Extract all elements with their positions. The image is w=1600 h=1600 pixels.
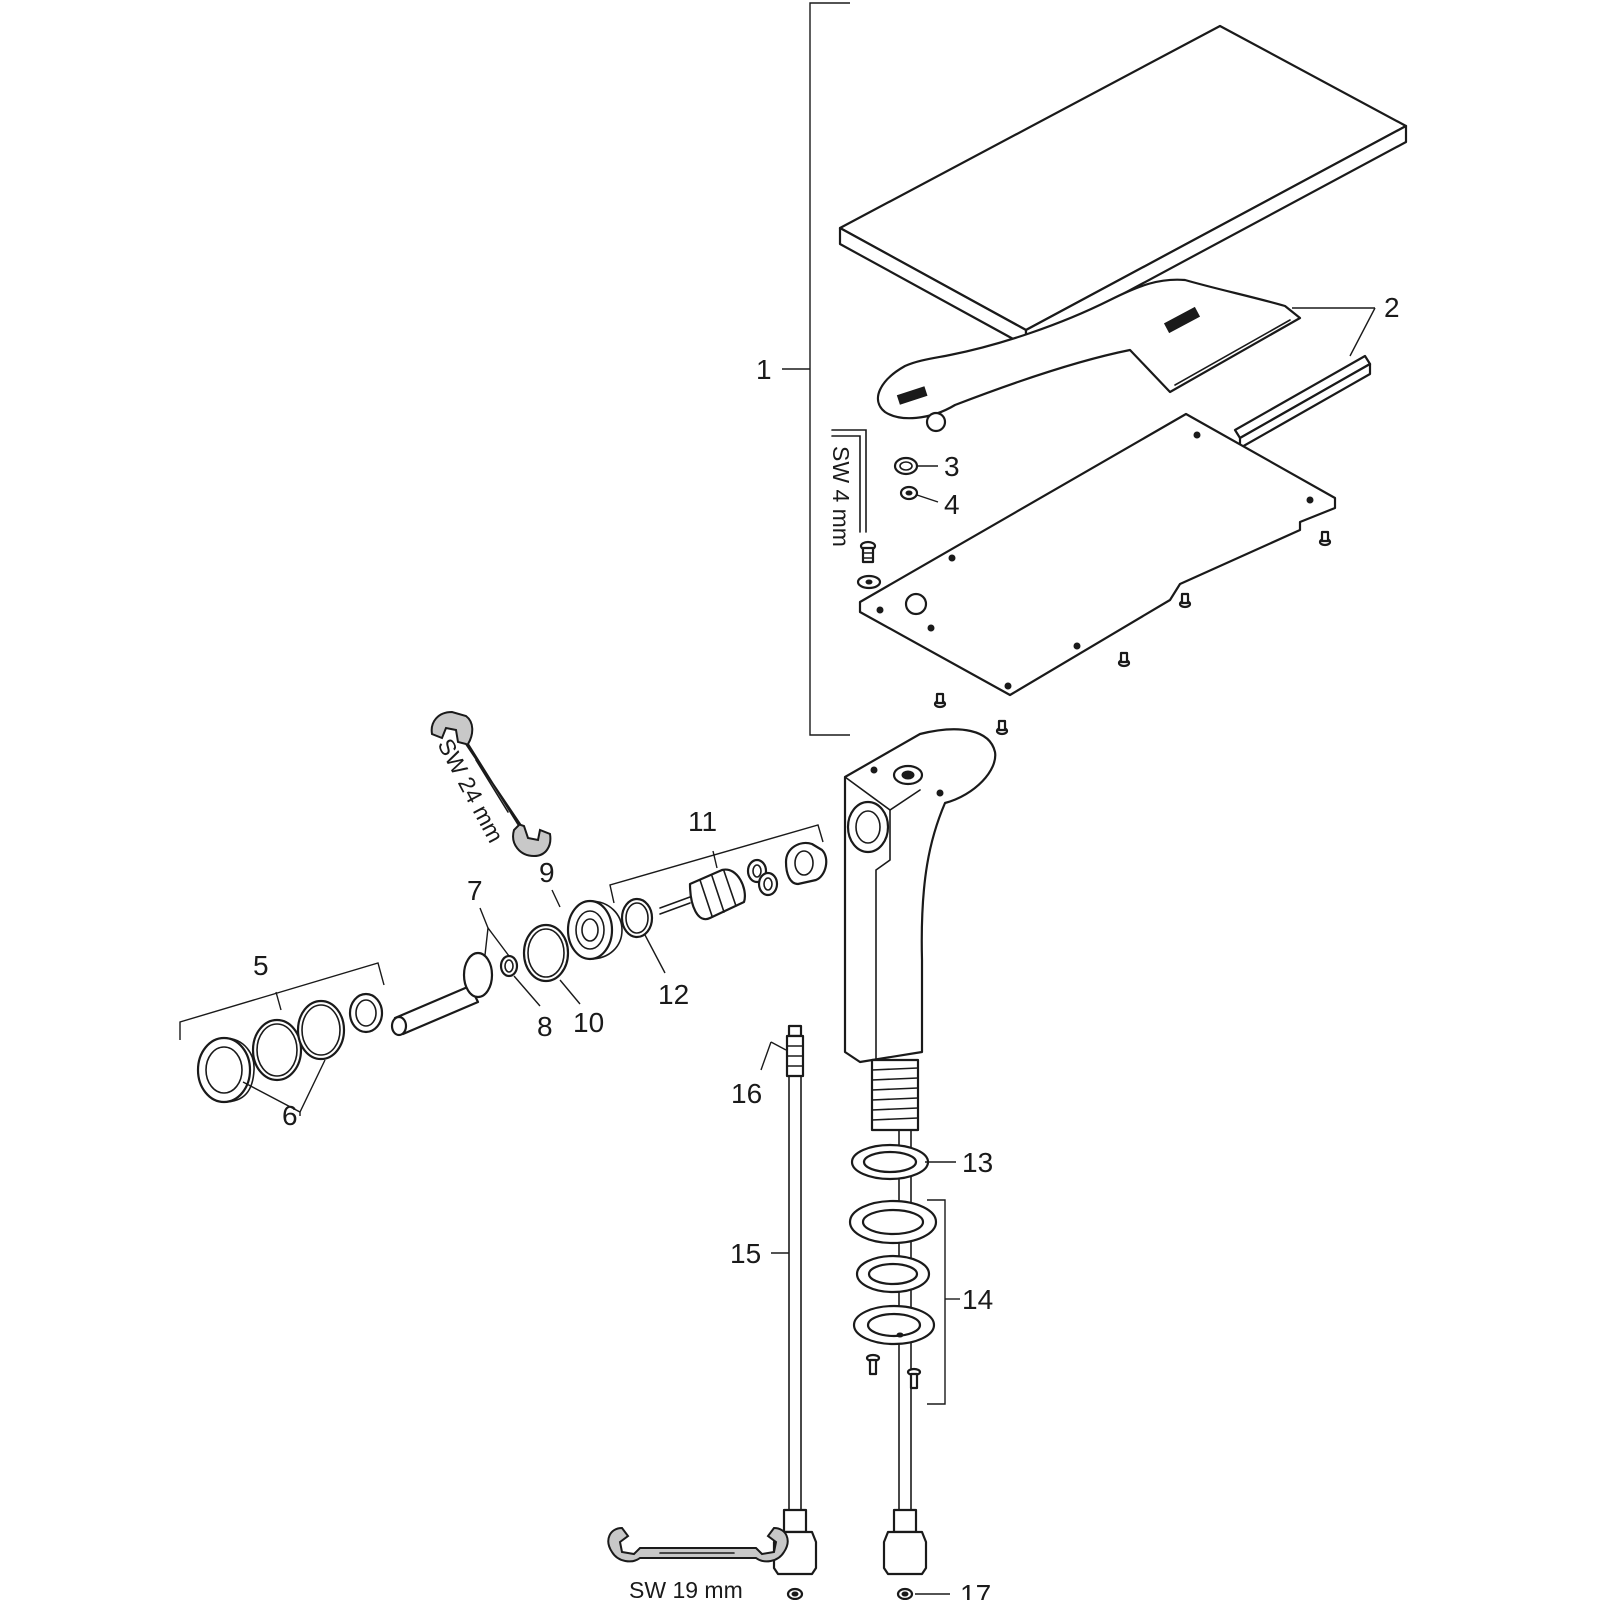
callout-8: 8 xyxy=(537,1011,553,1042)
adapter-11 xyxy=(784,841,828,886)
bracket-5 xyxy=(179,962,385,1040)
hex-key-size-label: SW 4 mm xyxy=(828,446,854,547)
small-rings-11 xyxy=(746,858,779,897)
callout-15: 15 xyxy=(730,1238,761,1269)
leader-lines xyxy=(242,307,1376,1595)
wrench-19-size-label: SW 19 mm xyxy=(629,1577,743,1600)
ring-set-14 xyxy=(848,1199,938,1346)
callout-10: 10 xyxy=(573,1007,604,1038)
callout-3: 3 xyxy=(944,451,960,482)
screw-icon xyxy=(933,692,947,709)
screw-icon xyxy=(1178,592,1192,609)
callout-13: 13 xyxy=(962,1147,993,1178)
callout-17: 17 xyxy=(960,1579,991,1600)
callout-6: 6 xyxy=(282,1100,298,1131)
assembly-1-bracket xyxy=(782,2,850,736)
nut-9 xyxy=(566,899,623,961)
screw-icon xyxy=(865,1353,881,1376)
bracket-14 xyxy=(927,1199,960,1405)
wrench-24-icon xyxy=(430,710,552,858)
ring-8 xyxy=(499,954,519,978)
screw-icon xyxy=(1117,651,1131,668)
bracket-11 xyxy=(609,824,824,904)
o-ring-12 xyxy=(620,897,654,939)
callout-1: 1 xyxy=(756,354,772,385)
screw-icon xyxy=(1318,530,1332,547)
bottom-nut-icon xyxy=(786,1587,804,1600)
screw-icon xyxy=(906,1367,922,1390)
callout-2: 2 xyxy=(1384,292,1400,323)
wrench-19-icon xyxy=(607,1526,789,1563)
o-ring-6b xyxy=(296,999,346,1061)
callout-5: 5 xyxy=(253,950,269,981)
callout-16: 16 xyxy=(731,1078,762,1109)
callout-4: 4 xyxy=(944,489,960,520)
tool-labels: SW 4 mm SW 24 mm SW 19 mm xyxy=(433,446,854,1600)
callout-11: 11 xyxy=(688,806,717,837)
callout-9: 9 xyxy=(539,857,555,888)
bolt-icon xyxy=(859,540,877,564)
callout-7: 7 xyxy=(467,875,483,906)
threaded-shank xyxy=(870,1058,920,1132)
callout-14: 14 xyxy=(962,1284,993,1315)
glass-shelf-top xyxy=(838,24,1408,348)
nut-4 xyxy=(899,485,919,501)
plate-screws xyxy=(933,530,1332,736)
callout-labels: 1 2 3 4 5 6 7 8 9 10 11 12 13 14 15 16 1… xyxy=(253,292,1400,1600)
hose-17 xyxy=(882,1129,928,1576)
hose-15 xyxy=(772,1024,818,1576)
cartridge-11 xyxy=(659,868,746,921)
mounting-plate xyxy=(858,412,1337,697)
cap-nut-5 xyxy=(196,1036,255,1104)
ring-13 xyxy=(850,1143,930,1181)
seal-ring-3 xyxy=(893,456,919,476)
support-arm xyxy=(876,278,1302,433)
washer-icon xyxy=(856,574,882,590)
screw-icon xyxy=(995,719,1009,736)
bottom-nut-icon xyxy=(896,1587,914,1600)
hex-key-icon xyxy=(831,429,867,533)
callout-12: 12 xyxy=(658,979,689,1010)
seal-5 xyxy=(348,992,384,1034)
o-ring-10 xyxy=(522,923,570,983)
rail-strip xyxy=(1233,354,1372,450)
spindle-7 xyxy=(390,951,494,1037)
o-ring-6a xyxy=(251,1018,303,1082)
faucet-body xyxy=(843,728,997,1064)
